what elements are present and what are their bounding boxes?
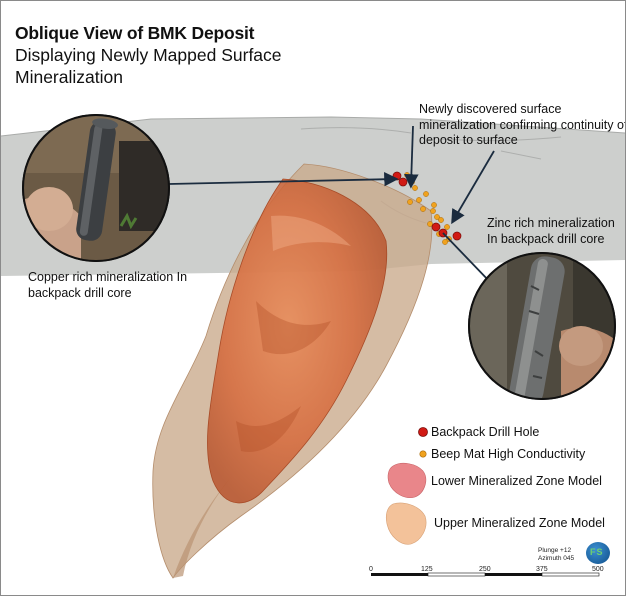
scale-label-500: 500 [592,566,604,573]
surface-texture [300,127,562,224]
beep-mat-point [430,208,436,214]
upper-zone-fold [173,471,236,578]
arrow-surface-2 [451,150,495,225]
figure-subtitle: Displaying Newly Mapped Surface Minerali… [15,45,282,87]
scale-label-125: 125 [421,566,433,573]
legend-beep-mat-label: Beep Mat High Conductivity [431,447,586,461]
azimuth-label: Azimuth 045 [538,555,575,562]
figure-title: Oblique View of BMK Deposit [15,23,255,43]
legend-drill-hole-swatch [418,427,428,437]
beep-mat-point [404,172,410,178]
beep-mat-point [420,206,426,212]
surface-mineralization-note: Newly discovered surface mineralization … [419,102,626,147]
copper-mineralization-note: Copper rich mineralization In backpack d… [28,270,188,300]
beep-mat-point [407,199,413,205]
beep-mat-point [434,214,440,220]
beep-mat-point [412,185,418,191]
lower-zone-highlight [271,215,351,251]
beep-mat-point [427,221,433,227]
scale-bar [371,572,600,577]
scale-label-250: 250 [479,566,491,573]
lower-zone-model [207,178,388,504]
view-orientation: Plunge +12 Azimuth 045 [538,547,574,563]
legend-upper-zone-swatch [385,502,427,545]
drill-hole-point [398,177,408,187]
zinc-core-photo [468,252,616,400]
drill-hole-point [452,231,462,241]
legend-lower-zone-label: Lower Mineralized Zone Model [431,474,602,488]
company-logo: FS [586,542,610,564]
beep-mat-point [438,217,444,223]
plunge-label: Plunge +12 [538,547,572,554]
scale-label-375: 375 [536,566,548,573]
legend-drill-hole-label: Backpack Drill Hole [431,425,540,439]
arrow-to-copper-site [168,172,399,187]
zinc-mineralization-note: Zinc rich mineralization In backpack dri… [487,216,615,246]
beep-mat-point [423,191,429,197]
beep-mat-point [416,197,422,203]
arrow-to-zinc-photo [442,232,492,284]
scale-label-0: 0 [369,566,373,573]
beep-mat-point [431,202,437,208]
beep-mat-point [444,224,450,230]
legend-beep-mat-swatch [419,450,427,458]
lower-zone-shading [236,301,331,452]
beep-mat-point [442,239,448,245]
arrow-surface-1 [404,125,419,189]
legend-lower-zone-swatch [387,462,427,498]
drill-hole-point [431,222,441,232]
legend-upper-zone-label: Upper Mineralized Zone Model [434,516,605,530]
